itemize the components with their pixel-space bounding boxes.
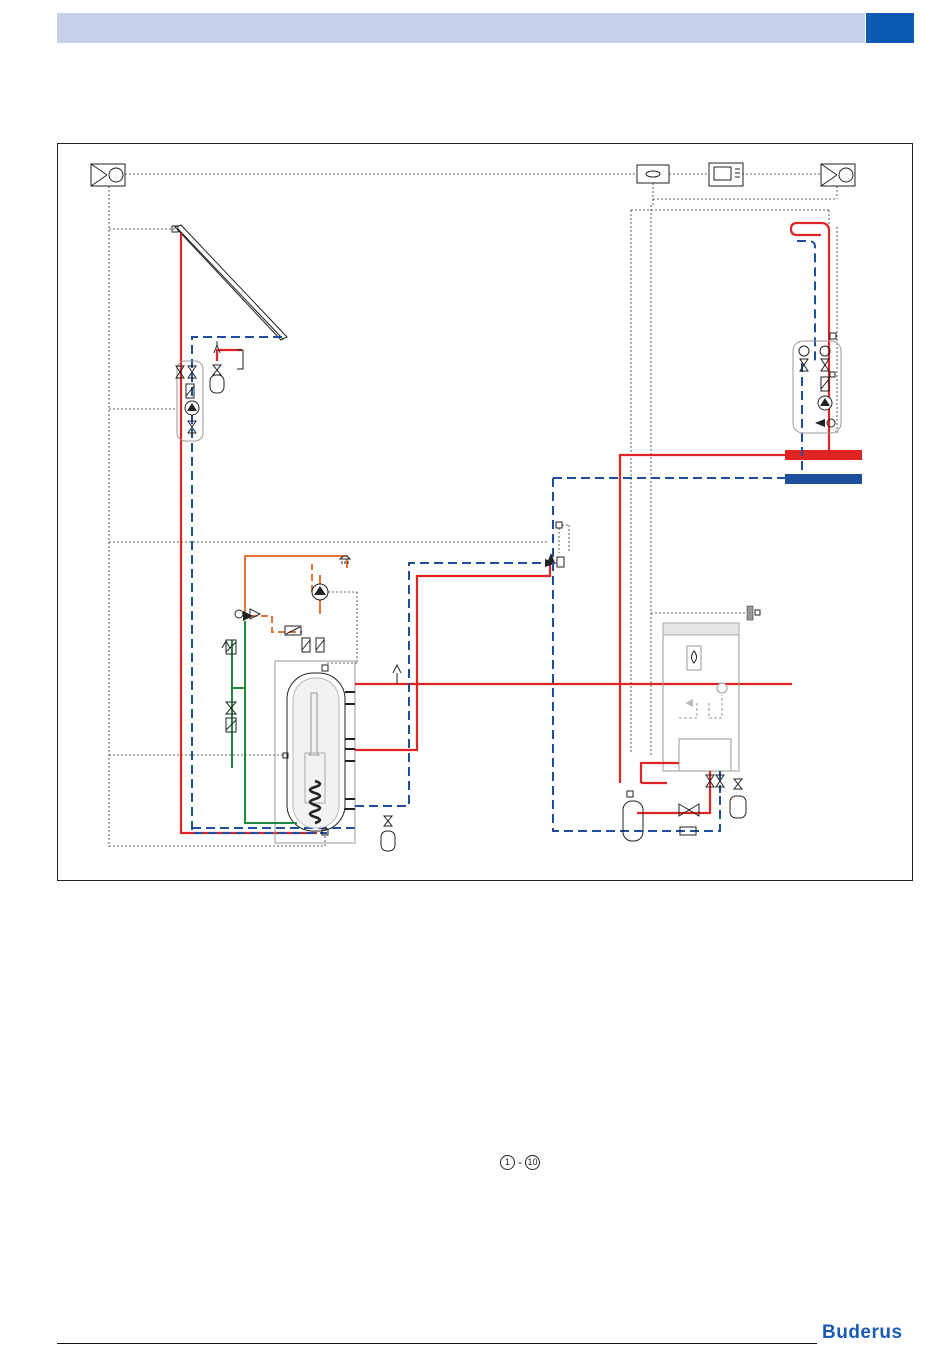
footer-line bbox=[57, 1343, 817, 1344]
dhw-circulation-pump-icon bbox=[312, 584, 328, 600]
header-bar bbox=[57, 13, 865, 43]
legend: 1 - 10 bbox=[500, 1150, 540, 1174]
legend-end: 10 bbox=[525, 1155, 540, 1170]
safety-valve-tank-icon bbox=[393, 665, 401, 684]
hydraulic-separator-icon bbox=[623, 791, 643, 841]
expansion-vessel-tank-icon bbox=[381, 816, 395, 851]
outdoor-sensor-right-icon bbox=[821, 164, 855, 186]
tap-icon bbox=[340, 556, 350, 564]
solar-collector-icon bbox=[172, 225, 287, 340]
brand-logo: Buderus bbox=[822, 1322, 903, 1344]
heating-pump-icon bbox=[818, 396, 832, 410]
storage-tank-icon bbox=[275, 661, 355, 843]
header-tab bbox=[866, 13, 914, 43]
boiler-icon bbox=[663, 623, 739, 771]
hydraulic-schematic: .wire { stroke:#333; stroke-width:0.8; s… bbox=[57, 143, 913, 881]
control-panel-icon bbox=[709, 163, 743, 186]
solar-pump-icon bbox=[185, 401, 199, 415]
boiler-expansion-vessel-icon bbox=[730, 779, 746, 818]
outdoor-sensor-left-icon bbox=[91, 164, 125, 186]
legend-start: 1 bbox=[500, 1155, 515, 1170]
diverter-valve-icon bbox=[545, 522, 564, 567]
legend-separator: - bbox=[518, 1155, 522, 1169]
controller-module-icon bbox=[637, 165, 669, 183]
expansion-vessel-icon bbox=[210, 365, 224, 393]
